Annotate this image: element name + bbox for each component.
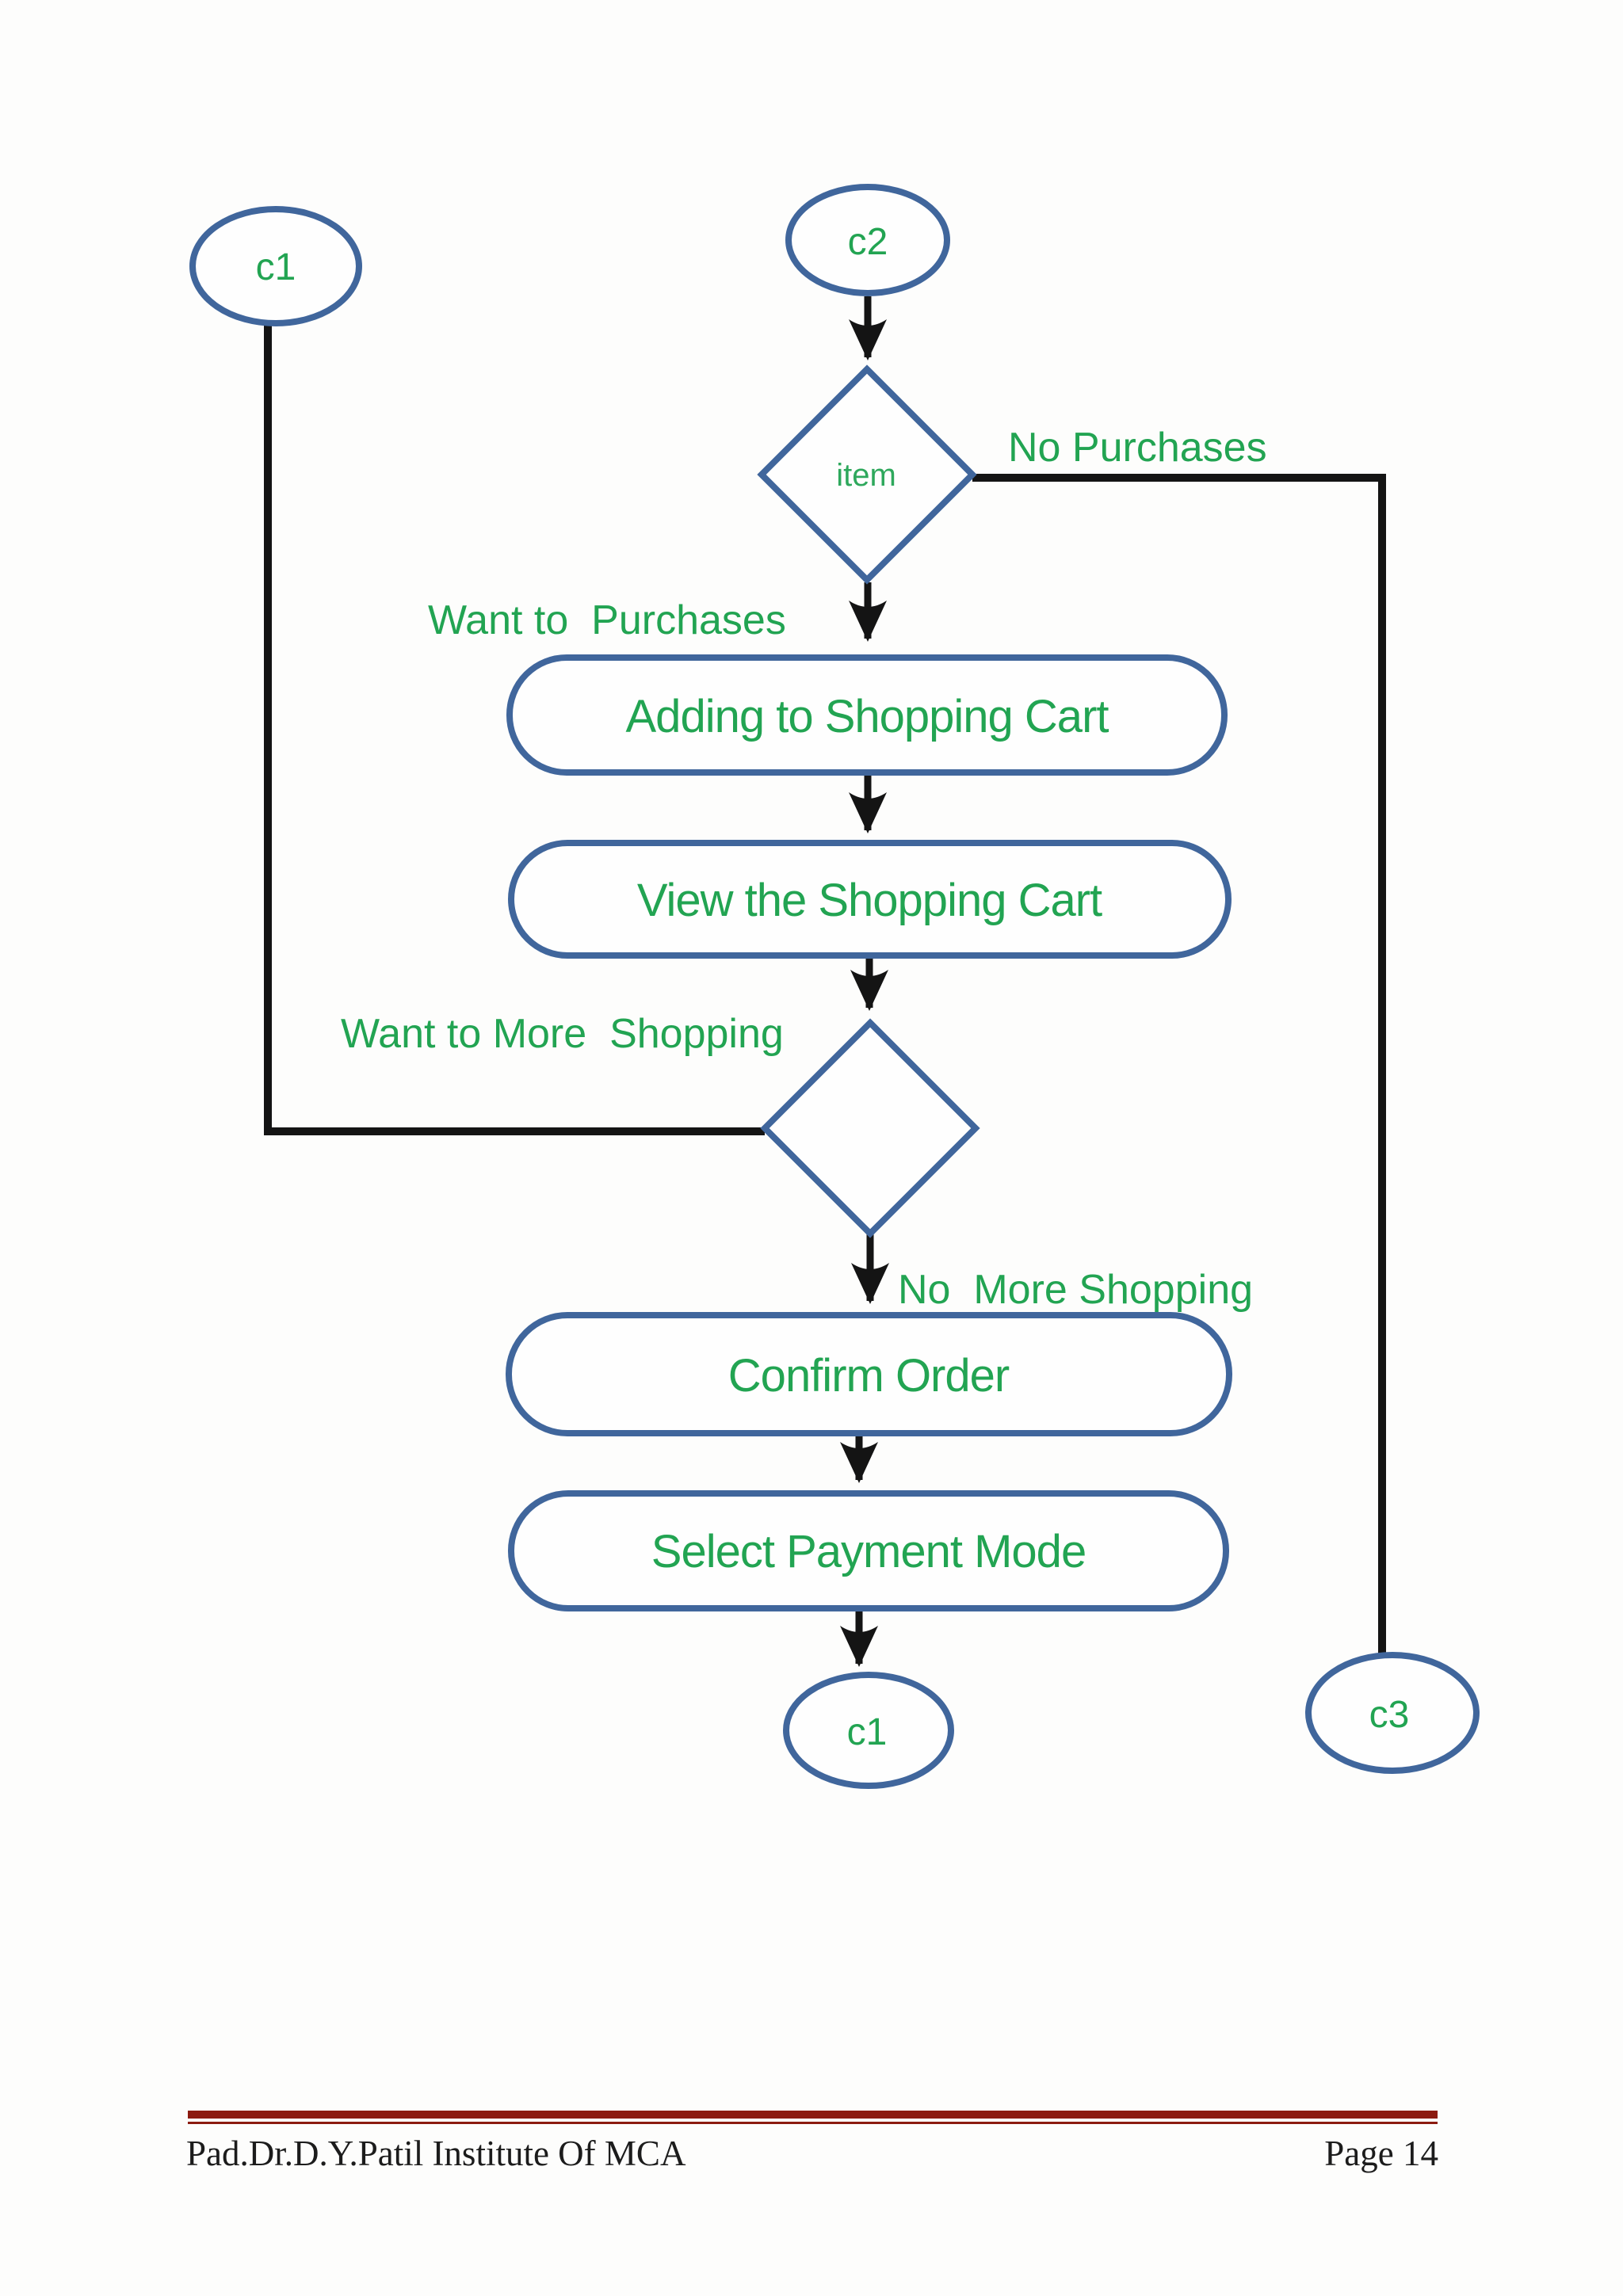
footer-institute-text: Pad.Dr.D.Y.Patil Institute Of MCA xyxy=(186,2134,686,2173)
edge-label-no-purchases: No Purchases xyxy=(1008,425,1267,471)
process-node-adding-cart xyxy=(506,654,1228,776)
process-node-confirm-order xyxy=(506,1312,1232,1436)
footer-page-number: Page 14 xyxy=(1324,2134,1438,2173)
connector-c1-bottom-label: c1 xyxy=(847,1711,888,1753)
edge-label-no-more-shopping: No More Shopping xyxy=(898,1267,1253,1313)
edge-label-want-more-shopping: Want to More Shopping xyxy=(341,1011,784,1057)
process-node-view-cart xyxy=(508,840,1232,959)
connector-node-c1-top xyxy=(189,206,362,326)
process-adding-cart-label: Adding to Shopping Cart xyxy=(626,691,1109,742)
connector-c2-label: c2 xyxy=(848,221,888,263)
process-select-payment-label: Select Payment Mode xyxy=(651,1526,1086,1577)
decision-node-item xyxy=(757,364,977,585)
process-view-cart-label: View the Shopping Cart xyxy=(637,875,1102,926)
connector-node-c2 xyxy=(785,184,950,296)
connector-node-c1-bottom xyxy=(783,1672,954,1789)
decision-node-more-shopping xyxy=(760,1018,980,1238)
footer-rule-thin xyxy=(188,2122,1438,2124)
edge-label-want-purchases: Want to Purchases xyxy=(428,597,786,643)
connector-c3-label: c3 xyxy=(1369,1694,1410,1736)
edge-line-want-more-to-c1 xyxy=(264,324,765,1135)
footer-rule-thick xyxy=(188,2111,1438,2119)
connector-c1-top-label: c1 xyxy=(256,246,296,288)
connector-node-c3 xyxy=(1305,1652,1480,1774)
process-confirm-order-label: Confirm Order xyxy=(728,1350,1010,1402)
decision-item-label: item xyxy=(836,458,896,493)
edge-line-no-purchases-to-c3 xyxy=(972,474,1386,1656)
process-node-select-payment xyxy=(508,1490,1229,1611)
